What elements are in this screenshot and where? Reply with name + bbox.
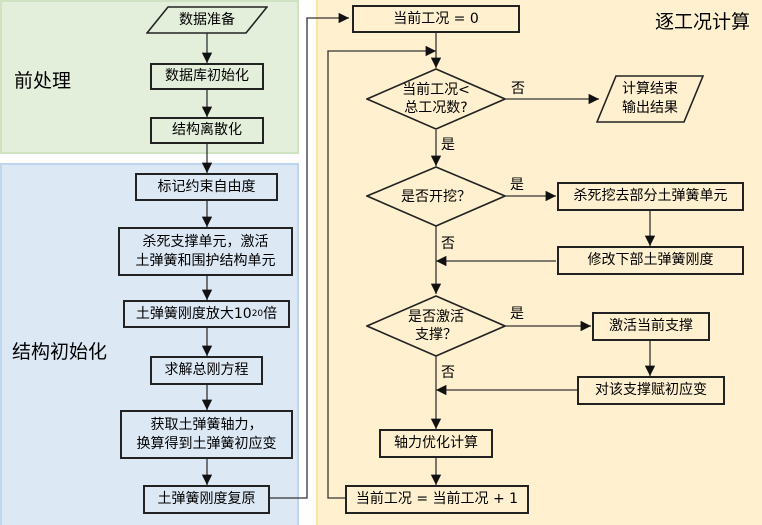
node-optimize: 轴力优化计算 (379, 429, 493, 458)
node-get-axial: 获取土弹簧轴力， 换算得到土弹簧初应变 (120, 410, 293, 459)
decision-support: 是否激活 支撑？ (366, 295, 506, 357)
node-modify-stiffness: 修改下部土弹簧刚度 (557, 246, 744, 275)
edge-label-yes-continue: 是 (441, 137, 455, 153)
edge-label-yes-support: 是 (510, 306, 524, 322)
edge-label-yes-excavate: 是 (510, 177, 524, 193)
node-increment: 当前工况 = 当前工况 + 1 (345, 485, 529, 514)
node-data-prep-text: 数据准备 (179, 11, 235, 28)
edge-label-no-excavate: 否 (441, 236, 455, 252)
edge-label-no-support: 否 (441, 365, 455, 381)
structure-init-panel (0, 163, 299, 525)
node-end-output: 计算结束 输出结果 (596, 75, 704, 123)
node-end-output-text: 计算结束 输出结果 (622, 81, 678, 116)
node-mark-dof: 标记约束自由度 (135, 173, 278, 201)
section-label-structure-init: 结构初始化 (12, 341, 108, 363)
amplify-text: 土弹簧刚度放大10 (135, 305, 252, 322)
amplify-suffix: 倍 (263, 305, 278, 322)
decision-check-stage: 当前工况< 总工况数? (366, 68, 506, 130)
node-activate-support: 激活当前支撑 (592, 312, 710, 341)
node-solve: 求解总刚方程 (150, 356, 263, 385)
decision-check-stage-text: 当前工况< 总工况数? (402, 82, 470, 116)
edge-label-no-end: 否 (511, 81, 525, 97)
arrow-loop-back (327, 45, 436, 499)
arrow-restore-to-initstage (270, 12, 349, 499)
section-label-stage-calc: 逐工况计算 (655, 11, 751, 33)
section-label-preprocess: 前处理 (14, 70, 72, 92)
node-db-init: 数据库初始化 (150, 63, 264, 90)
node-assign-strain: 对该支撑赋初应变 (577, 376, 725, 405)
node-init-stage: 当前工况 = 0 (352, 5, 520, 33)
decision-support-text: 是否激活 支撑？ (408, 309, 464, 343)
node-kill-soil: 杀死挖去部分土弹簧单元 (557, 182, 744, 211)
node-data-prep: 数据准备 (146, 6, 268, 34)
decision-excavate-text: 是否开挖？ (401, 188, 471, 205)
decision-excavate: 是否开挖？ (366, 166, 506, 227)
node-discretize: 结构离散化 (150, 117, 264, 144)
node-restore: 土弹簧刚度复原 (143, 485, 270, 514)
node-kill-activate: 杀死支撑单元，激活 土弹簧和围护结构单元 (118, 227, 293, 276)
